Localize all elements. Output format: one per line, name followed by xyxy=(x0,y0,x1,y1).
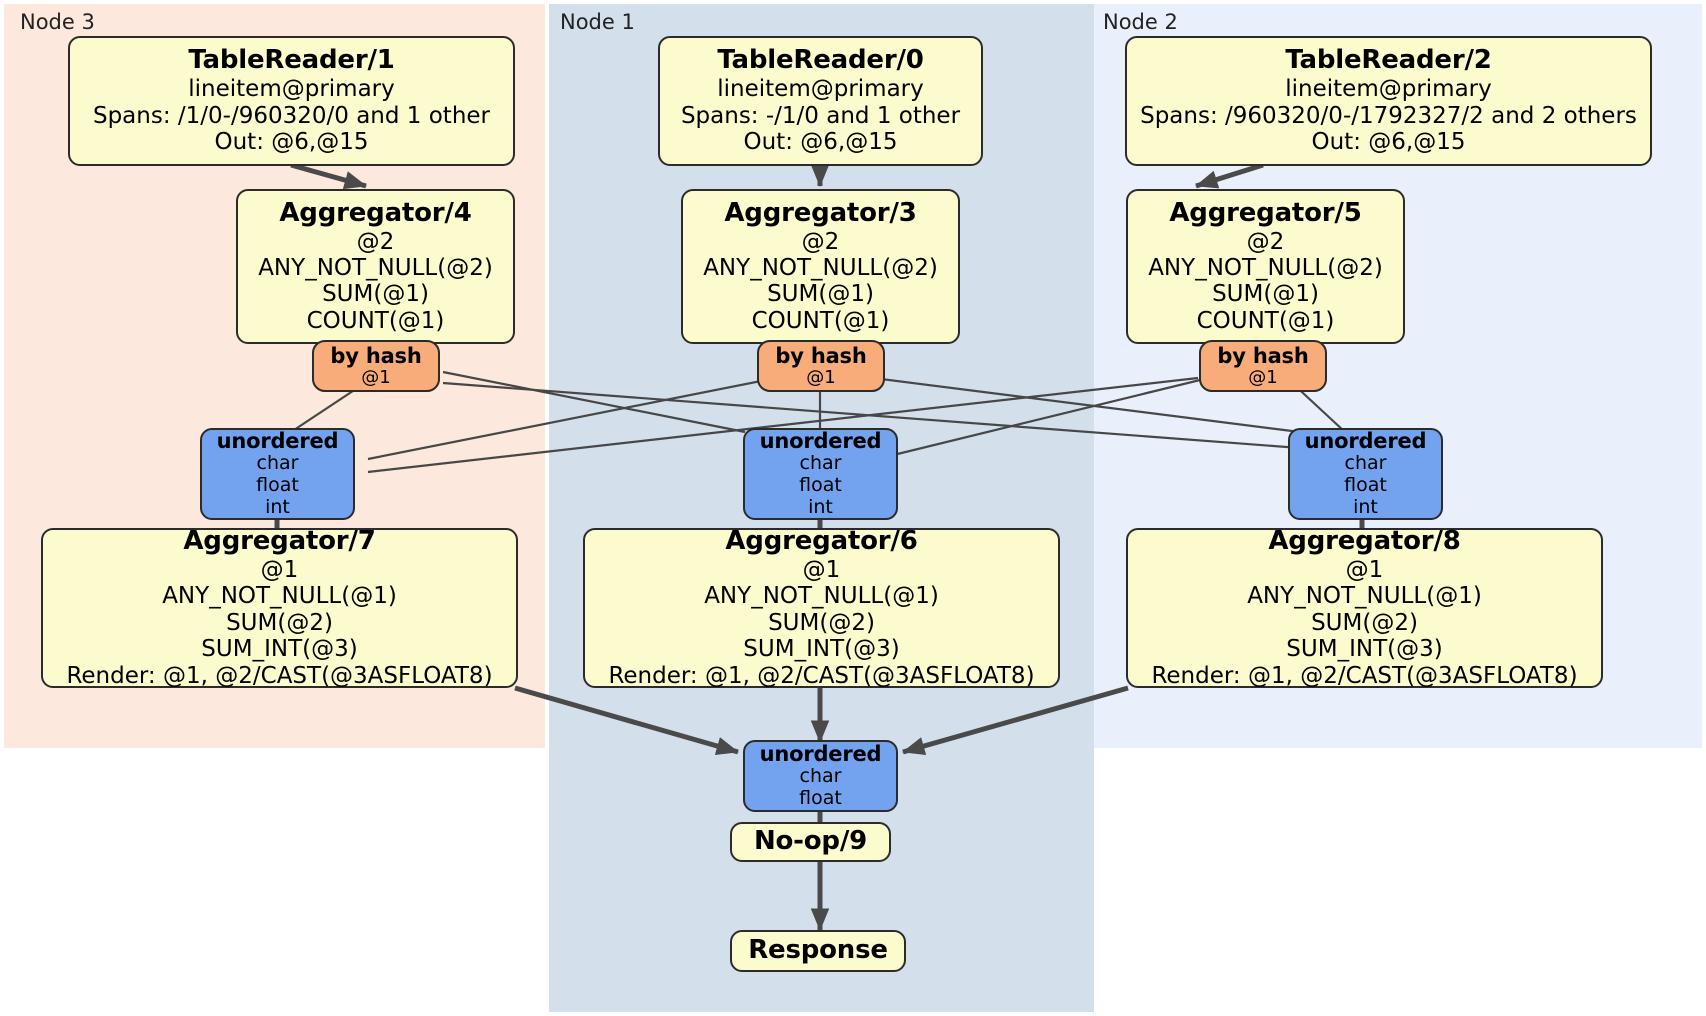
node-detail-line: SUM(@2) xyxy=(1311,609,1418,636)
edge-hash5-sync6 xyxy=(876,378,1201,461)
node-detail-line: lineitem@primary xyxy=(188,76,395,103)
router-title: by hash xyxy=(1217,343,1309,368)
node-aggregator-7[interactable]: Aggregator/7 @1 ANY_NOT_NULL(@1) SUM(@2)… xyxy=(41,525,518,689)
node-title: Aggregator/8 xyxy=(1268,525,1461,556)
router-detail-line: char xyxy=(256,452,299,475)
node-detail-line: ANY_NOT_NULL(@1) xyxy=(162,583,397,610)
node-detail-line: COUNT(@1) xyxy=(306,307,445,334)
node-detail-line: ANY_NOT_NULL(@2) xyxy=(258,255,493,281)
node-response[interactable]: Response xyxy=(730,930,906,972)
node-aggregator-5[interactable]: Aggregator/5 @2 ANY_NOT_NULL(@2) SUM(@1)… xyxy=(1126,189,1405,344)
node-detail-line: SUM(@1) xyxy=(1212,281,1319,308)
edge-hash3-sync7 xyxy=(367,378,767,461)
router-detail-line: float xyxy=(1344,474,1387,497)
router-title: by hash xyxy=(775,343,867,368)
node-title: Aggregator/4 xyxy=(279,197,472,228)
cluster-label-node-2: Node 2 xyxy=(1103,10,1178,34)
edge-tablereader2-aggregator5 xyxy=(1195,162,1264,189)
router-detail-line: int xyxy=(265,496,290,518)
router-by-hash-node3[interactable]: by hash @1 xyxy=(312,340,440,392)
node-title: Aggregator/6 xyxy=(725,525,918,556)
edge-aggregator8-syncfinal xyxy=(902,685,1129,756)
edge-hash4-sync6 xyxy=(442,370,746,434)
node-detail-line: ANY_NOT_NULL(@1) xyxy=(704,583,939,610)
router-by-hash-node2[interactable]: by hash @1 xyxy=(1199,340,1327,392)
node-detail-line: Out: @6,@15 xyxy=(1311,129,1466,156)
router-title: unordered xyxy=(216,429,339,454)
router-detail-line: int xyxy=(1353,496,1378,518)
node-detail-line: @1 xyxy=(260,556,299,583)
cluster-label-node-1: Node 1 xyxy=(560,10,635,34)
node-detail-line: SUM_INT(@3) xyxy=(201,636,358,663)
node-detail-line: SUM_INT(@3) xyxy=(1286,636,1443,663)
router-unordered-node1[interactable]: unordered char float int xyxy=(743,428,898,520)
edge-hash3-sync8 xyxy=(872,376,1301,434)
router-by-hash-node1[interactable]: by hash @1 xyxy=(757,340,885,392)
edge-hash5-sync7 xyxy=(367,376,1199,474)
node-detail-line: Render: @1, @2/CAST(@3ASFLOAT8) xyxy=(1151,662,1578,689)
router-title: unordered xyxy=(759,429,882,454)
router-unordered-node2[interactable]: unordered char float int xyxy=(1288,428,1443,520)
router-unordered-final[interactable]: unordered char float xyxy=(743,740,898,812)
node-aggregator-3[interactable]: Aggregator/3 @2 ANY_NOT_NULL(@2) SUM(@1)… xyxy=(681,189,960,344)
router-detail-line: char xyxy=(799,452,842,475)
node-tablereader-2[interactable]: TableReader/2 lineitem@primary Spans: /9… xyxy=(1125,36,1652,166)
router-detail-line: float xyxy=(799,474,842,497)
node-detail-line: @2 xyxy=(356,228,395,255)
router-detail-line: @1 xyxy=(806,366,836,388)
node-title: Aggregator/3 xyxy=(724,197,917,228)
node-detail-line: ANY_NOT_NULL(@2) xyxy=(1148,255,1383,281)
node-detail-line: COUNT(@1) xyxy=(1196,307,1335,334)
node-title: Aggregator/5 xyxy=(1169,197,1362,228)
node-detail-line: @2 xyxy=(801,228,840,255)
node-detail-line: ANY_NOT_NULL(@2) xyxy=(703,255,938,281)
node-detail-line: Render: @1, @2/CAST(@3ASFLOAT8) xyxy=(608,662,1035,689)
node-detail-line: COUNT(@1) xyxy=(751,307,890,334)
node-detail-line: Out: @6,@15 xyxy=(214,129,369,156)
node-detail-line: Render: @1, @2/CAST(@3ASFLOAT8) xyxy=(66,662,493,689)
node-tablereader-1[interactable]: TableReader/1 lineitem@primary Spans: /1… xyxy=(68,36,515,166)
router-title: unordered xyxy=(759,742,882,767)
node-detail-line: @1 xyxy=(1345,556,1384,583)
router-title: by hash xyxy=(330,343,422,368)
node-detail-line: SUM(@1) xyxy=(767,281,874,308)
node-detail-line: SUM_INT(@3) xyxy=(743,636,900,663)
router-unordered-node3[interactable]: unordered char float int xyxy=(200,428,355,520)
node-detail-line: @2 xyxy=(1246,228,1285,255)
node-title: TableReader/0 xyxy=(717,45,924,76)
edge-aggregator7-syncfinal xyxy=(514,685,739,755)
router-detail-line: @1 xyxy=(361,366,391,388)
router-detail-line: @1 xyxy=(1248,366,1278,388)
node-detail-line: SUM(@2) xyxy=(226,609,333,636)
node-detail-line: SUM(@2) xyxy=(768,609,875,636)
node-detail-line: ANY_NOT_NULL(@1) xyxy=(1247,583,1482,610)
node-no-op-9[interactable]: No-op/9 xyxy=(730,822,891,862)
node-detail-line: SUM(@1) xyxy=(322,281,429,308)
router-detail-line: char xyxy=(1344,452,1387,475)
router-detail-line: float xyxy=(799,787,842,810)
node-detail-line: @1 xyxy=(802,556,841,583)
node-aggregator-4[interactable]: Aggregator/4 @2 ANY_NOT_NULL(@2) SUM(@1)… xyxy=(236,189,515,344)
edge-tablereader1-aggregator4 xyxy=(290,162,367,190)
router-detail-line: float xyxy=(256,474,299,497)
node-detail-line: Spans: /960320/0-/1792327/2 and 2 others xyxy=(1140,102,1637,129)
node-title: TableReader/1 xyxy=(188,45,395,76)
node-aggregator-8[interactable]: Aggregator/8 @1 ANY_NOT_NULL(@1) SUM(@2)… xyxy=(1126,525,1603,689)
node-detail-line: Out: @6,@15 xyxy=(743,129,898,156)
node-tablereader-0[interactable]: TableReader/0 lineitem@primary Spans: -/… xyxy=(658,36,983,166)
node-detail-line: Spans: -/1/0 and 1 other xyxy=(680,102,961,129)
node-detail-line: Spans: /1/0-/960320/0 and 1 other xyxy=(92,102,491,129)
router-title: unordered xyxy=(1304,429,1427,454)
node-title: No-op/9 xyxy=(753,826,868,857)
node-title: Aggregator/7 xyxy=(183,525,376,556)
node-title: TableReader/2 xyxy=(1285,45,1492,76)
node-aggregator-6[interactable]: Aggregator/6 @1 ANY_NOT_NULL(@1) SUM(@2)… xyxy=(583,525,1060,689)
node-detail-line: lineitem@primary xyxy=(1285,76,1492,103)
node-detail-line: lineitem@primary xyxy=(717,76,924,103)
router-detail-line: int xyxy=(808,496,833,518)
node-title: Response xyxy=(748,935,888,966)
router-detail-line: char xyxy=(799,765,842,788)
cluster-label-node-3: Node 3 xyxy=(20,10,95,34)
